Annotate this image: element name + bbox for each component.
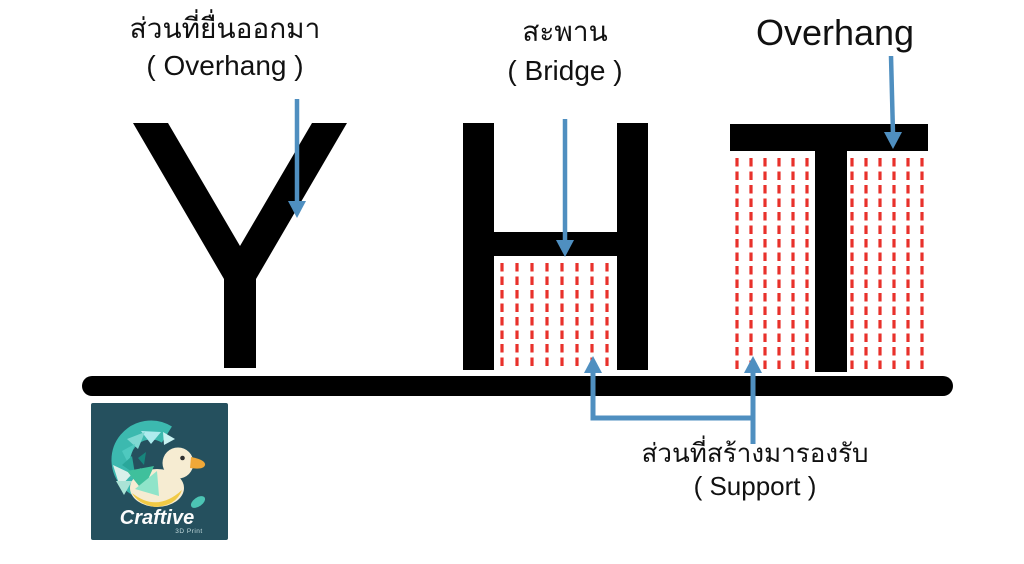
label-support: ส่วนที่สร้างมารองรับ ( Support )	[605, 437, 905, 503]
label-support-en: ( Support )	[693, 471, 817, 501]
arrow-overhang-left-icon	[288, 99, 306, 218]
label-overhang-right: Overhang	[725, 12, 945, 54]
logo-duck-icon	[113, 447, 206, 508]
logo-subtitle: 3D Print	[175, 528, 202, 535]
arrow-bridge-icon	[556, 119, 574, 257]
letter-h-shape	[463, 123, 648, 370]
logo-brand: Craftive	[120, 507, 194, 529]
support-dashes-h	[500, 263, 609, 369]
support-connector-icon	[584, 356, 762, 444]
label-bridge-thai: สะพาน	[522, 16, 608, 47]
support-dashes-t-left	[735, 158, 809, 371]
label-bridge-en: ( Bridge )	[507, 55, 623, 86]
logo: Craftive 3D Print	[91, 403, 228, 540]
label-bridge: สะพาน ( Bridge )	[455, 12, 675, 90]
letter-y-shape	[133, 123, 347, 368]
label-overhang-left-thai: ส่วนที่ยื่นออกมา	[129, 13, 321, 44]
label-overhang-left: ส่วนที่ยื่นออกมา ( Overhang )	[95, 10, 355, 84]
build-plate	[82, 376, 953, 396]
support-dashes-t-right	[850, 158, 924, 371]
label-overhang-left-en: ( Overhang )	[146, 50, 304, 81]
label-support-thai: ส่วนที่สร้างมารองรับ	[641, 438, 869, 468]
letter-t-shape	[730, 124, 928, 372]
arrow-overhang-right-icon	[884, 55, 902, 149]
label-overhang-right-text: Overhang	[755, 12, 915, 53]
craftive-logo-icon: Craftive 3D Print	[91, 403, 228, 540]
